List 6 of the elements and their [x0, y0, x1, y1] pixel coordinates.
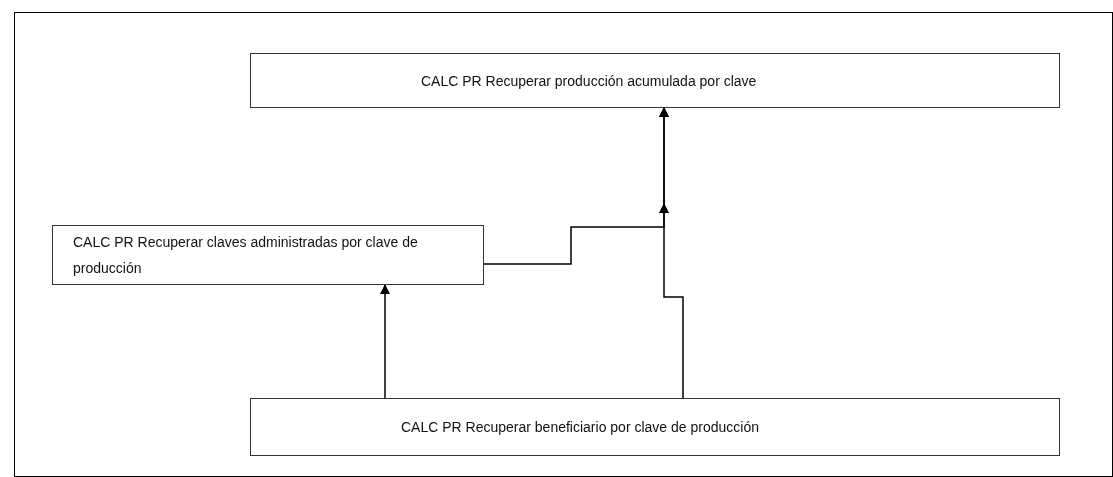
process-box [250, 53, 1060, 108]
process-box [250, 398, 1060, 456]
process-box [52, 225, 484, 285]
box-label: CALC PR Recuperar claves administradas por clave de producción [73, 233, 419, 278]
box-label: CALC PR Recuperar producción acumulada por clave [421, 71, 757, 91]
box-label: CALC PR Recuperar beneficiario por clave de producción [401, 418, 759, 437]
